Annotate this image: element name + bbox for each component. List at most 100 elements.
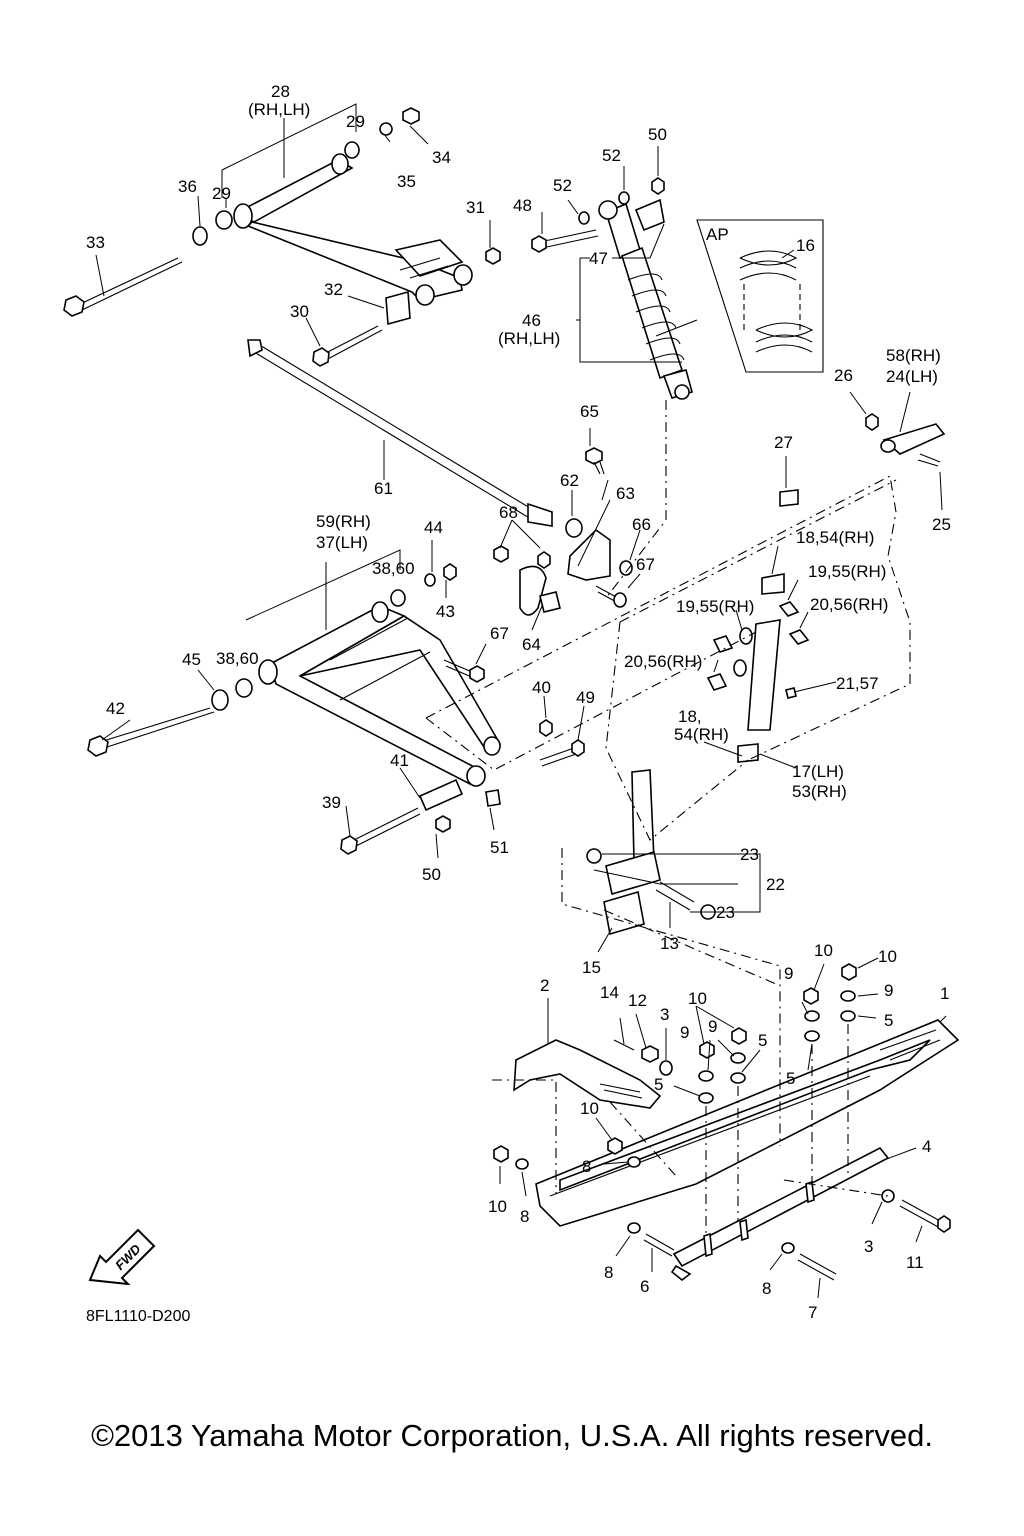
callout-53: 53(RH)	[792, 782, 847, 801]
callout-66: 66	[632, 515, 651, 534]
forward-arrow-icon: FWD	[88, 1228, 156, 1286]
callout-8c: 8	[604, 1263, 613, 1282]
callout-22: 22	[766, 875, 785, 894]
callout-10c: 10	[814, 941, 833, 960]
callout-9c: 9	[784, 964, 793, 983]
callout-2: 2	[540, 976, 549, 995]
callout-24: 24(LH)	[886, 367, 938, 386]
assembly-lines	[425, 400, 911, 1236]
callout-40: 40	[532, 678, 551, 697]
callout-26: 26	[834, 366, 853, 385]
shock-absorber	[531, 177, 693, 400]
callout-67a: 67	[636, 555, 655, 574]
callout-61: 61	[374, 479, 393, 498]
callout-58: 58(RH)	[886, 346, 941, 365]
callout-51: 51	[490, 838, 509, 857]
callout-64: 64	[522, 635, 541, 654]
callout-16: 16	[796, 236, 815, 255]
callout-65: 65	[580, 402, 599, 421]
callout-4: 4	[922, 1137, 931, 1156]
callout-28-sub: (RH,LH)	[248, 100, 310, 119]
callout-52b: 52	[602, 146, 621, 165]
linkage	[493, 447, 633, 616]
callout-43: 43	[436, 602, 455, 621]
spindle	[586, 769, 716, 936]
callout-9a: 9	[680, 1023, 689, 1042]
callout-5a: 5	[758, 1031, 767, 1050]
callout-23a: 23	[740, 845, 759, 864]
callout-9b: 9	[708, 1017, 717, 1036]
callout-14: 14	[600, 983, 619, 1002]
callout-25: 25	[932, 515, 951, 534]
callout-32: 32	[324, 280, 343, 299]
callout-27: 27	[774, 433, 793, 452]
callout-63: 63	[616, 484, 635, 503]
callout-15: 15	[582, 958, 601, 977]
callout-67b: 67	[490, 624, 509, 643]
callout-48: 48	[513, 196, 532, 215]
callout-2056a: 20,56(RH)	[810, 595, 888, 614]
callout-2157: 21,57	[836, 674, 879, 693]
callout-36: 36	[178, 177, 197, 196]
callout-10e: 10	[488, 1197, 507, 1216]
callout-8a: 8	[582, 1157, 591, 1176]
leader-lines	[95, 103, 947, 1299]
callout-50b: 50	[422, 865, 441, 884]
callout-62: 62	[560, 471, 579, 490]
callout-45: 45	[182, 650, 201, 669]
callout-47: 47	[589, 249, 608, 268]
callout-1: 1	[940, 984, 949, 1003]
callout-29a: 29	[346, 112, 365, 131]
callout-12: 12	[628, 991, 647, 1010]
callout-1854a: 18,54(RH)	[796, 528, 874, 547]
callout-3a: 3	[660, 1005, 669, 1024]
callout-8b: 8	[520, 1207, 529, 1226]
callout-2056b: 20,56(RH)	[624, 652, 702, 671]
spindle-housing	[706, 413, 946, 763]
callout-30: 30	[290, 302, 309, 321]
callout-1955a: 19,55(RH)	[808, 562, 886, 581]
callout-31: 31	[466, 198, 485, 217]
callout-10b: 10	[580, 1099, 599, 1118]
callout-46: 46	[522, 311, 541, 330]
upper-arm	[63, 107, 501, 367]
callout-6: 6	[640, 1277, 649, 1296]
callout-10d: 10	[878, 947, 897, 966]
callout-41: 41	[390, 751, 409, 770]
callout-13: 13	[660, 934, 679, 953]
callout-5b: 5	[654, 1075, 663, 1094]
callout-44: 44	[424, 518, 443, 537]
inset-label: AP	[706, 225, 729, 244]
spring-inset	[655, 219, 824, 373]
copyright-notice: ©2013 Yamaha Motor Corporation, U.S.A. A…	[91, 1418, 933, 1453]
callout-18b: 18,	[678, 707, 702, 726]
drawing-code: 8FL1110-D200	[86, 1308, 191, 1325]
callout-68: 68	[499, 503, 518, 522]
callout-52a: 52	[553, 176, 572, 195]
lower-arm	[87, 563, 585, 855]
callout-28: 28	[271, 82, 290, 101]
callout-34: 34	[432, 148, 451, 167]
callout-3860a: 38,60	[372, 559, 415, 578]
callout-29b: 29	[212, 184, 231, 203]
callout-9d: 9	[884, 981, 893, 1000]
callout-8d: 8	[762, 1279, 771, 1298]
callout-11: 11	[906, 1253, 924, 1272]
callout-59: 59(RH)	[316, 512, 371, 531]
callout-49: 49	[576, 688, 595, 707]
callout-5d: 5	[884, 1011, 893, 1030]
callout-10a: 10	[688, 989, 707, 1008]
callout-39: 39	[322, 793, 341, 812]
callout-33: 33	[86, 233, 105, 252]
callout-54b: 54(RH)	[674, 725, 729, 744]
callout-17: 17(LH)	[792, 762, 844, 781]
callout-23b: 23	[716, 903, 735, 922]
callout-37: 37(LH)	[316, 533, 368, 552]
callout-5c: 5	[786, 1069, 795, 1088]
callout-42: 42	[106, 699, 125, 718]
callout-3860b: 38,60	[216, 649, 259, 668]
callout-46-sub: (RH,LH)	[498, 329, 560, 348]
callout-7: 7	[808, 1303, 817, 1322]
ski	[493, 963, 960, 1282]
